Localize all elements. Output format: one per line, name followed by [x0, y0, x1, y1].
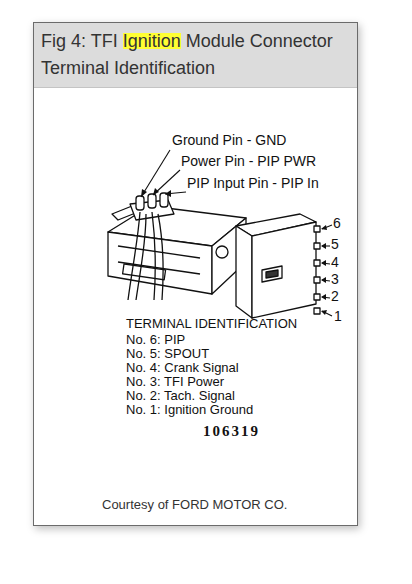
terminal-entry: No. 1: Ignition Ground — [126, 403, 253, 417]
pin-label: Ground Pin - GND — [172, 133, 286, 148]
pin-label: PIP Input Pin - PIP In — [187, 176, 319, 191]
terminal-entry: No. 3: TFI Power — [126, 375, 224, 389]
housing-front — [108, 232, 212, 294]
wire — [158, 214, 163, 300]
figure-caption: Courtesy of FORD MOTOR CO. — [102, 497, 287, 512]
ground-pin — [136, 196, 144, 210]
leader-line — [141, 150, 170, 197]
terminal-entry: No. 5: SPOUT — [126, 347, 209, 361]
pin-label: Power Pin - PIP PWR — [181, 154, 316, 169]
callout-number: 1 — [334, 309, 342, 324]
callout-number: 2 — [331, 289, 339, 304]
pip-pwr-pin — [148, 194, 156, 208]
callout-number: 6 — [333, 216, 341, 231]
terminal-entry: No. 2: Tach. Signal — [126, 389, 235, 403]
terminal-entry: No. 4: Crank Signal — [126, 361, 239, 375]
wire — [136, 214, 146, 300]
connector-side — [252, 222, 316, 318]
callout-number: 5 — [331, 237, 339, 252]
table-heading: TERMINAL IDENTIFICATION — [126, 317, 297, 331]
figure-title: Fig 4: TFI Ignition Module Connector Ter… — [41, 28, 359, 82]
leader-line — [153, 170, 180, 195]
connector-front-left — [236, 226, 252, 318]
pip-in-pin — [160, 193, 168, 207]
connector-latch — [262, 266, 282, 282]
wire — [152, 212, 155, 300]
terminal-entry: No. 6: PIP — [126, 333, 185, 347]
callout-number: 4 — [331, 255, 339, 270]
figure-number: 106319 — [203, 423, 260, 440]
callout-number: 3 — [331, 272, 339, 287]
